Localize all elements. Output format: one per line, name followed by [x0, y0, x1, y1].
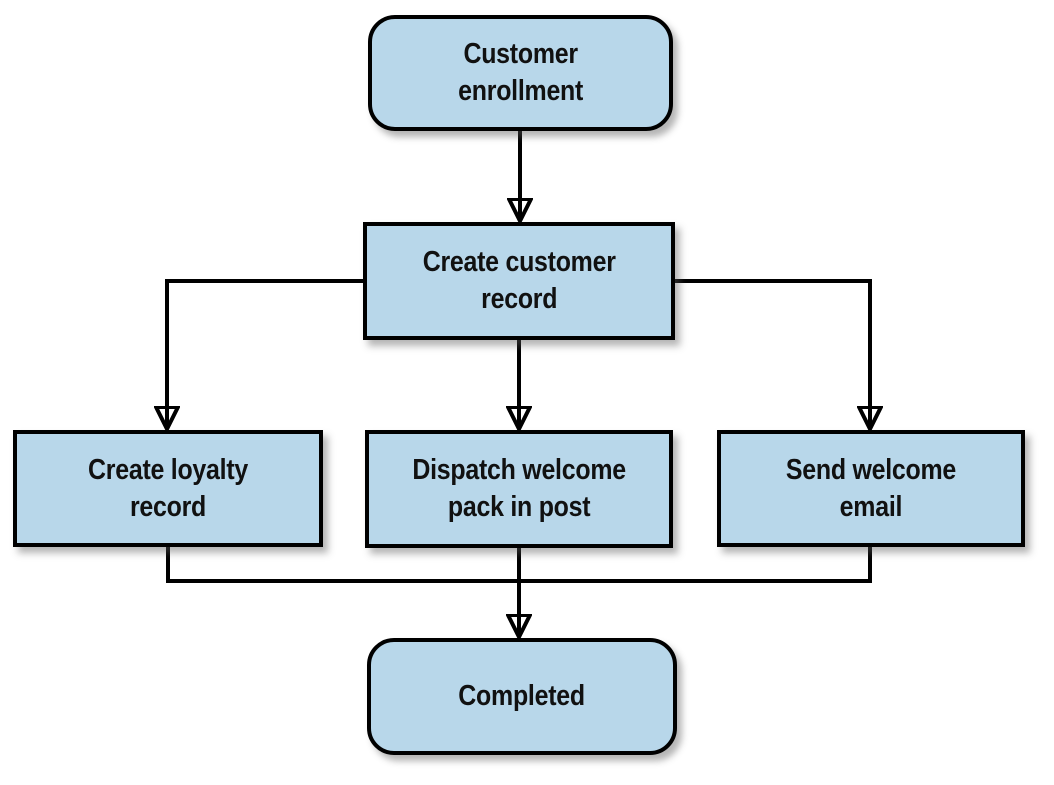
node-create-loyalty-record: Create loyalty record	[13, 430, 323, 547]
arrow-create-record-to-email	[675, 279, 870, 428]
node-create-customer-record-label: Create customer record	[422, 246, 616, 315]
node-completed-label: Completed	[458, 680, 586, 713]
node-customer-enrollment: Customer enrollment	[368, 15, 673, 131]
node-send-welcome-email-label: Send welcome email	[785, 453, 957, 523]
node-dispatch-welcome-pack-label: Dispatch welcome pack in post	[412, 454, 626, 523]
node-customer-enrollment-label: Customer enrollment	[458, 38, 583, 107]
node-send-welcome-email: Send welcome email	[717, 430, 1025, 547]
node-dispatch-welcome-pack: Dispatch welcome pack in post	[365, 430, 673, 548]
arrow-create-record-to-loyalty	[167, 279, 363, 428]
connector-email-to-join	[519, 547, 872, 583]
node-create-customer-record: Create customer record	[363, 222, 675, 340]
connector-loyalty-to-join	[166, 547, 519, 583]
node-completed: Completed	[367, 638, 677, 755]
node-create-loyalty-record-label: Create loyalty record	[88, 453, 248, 523]
